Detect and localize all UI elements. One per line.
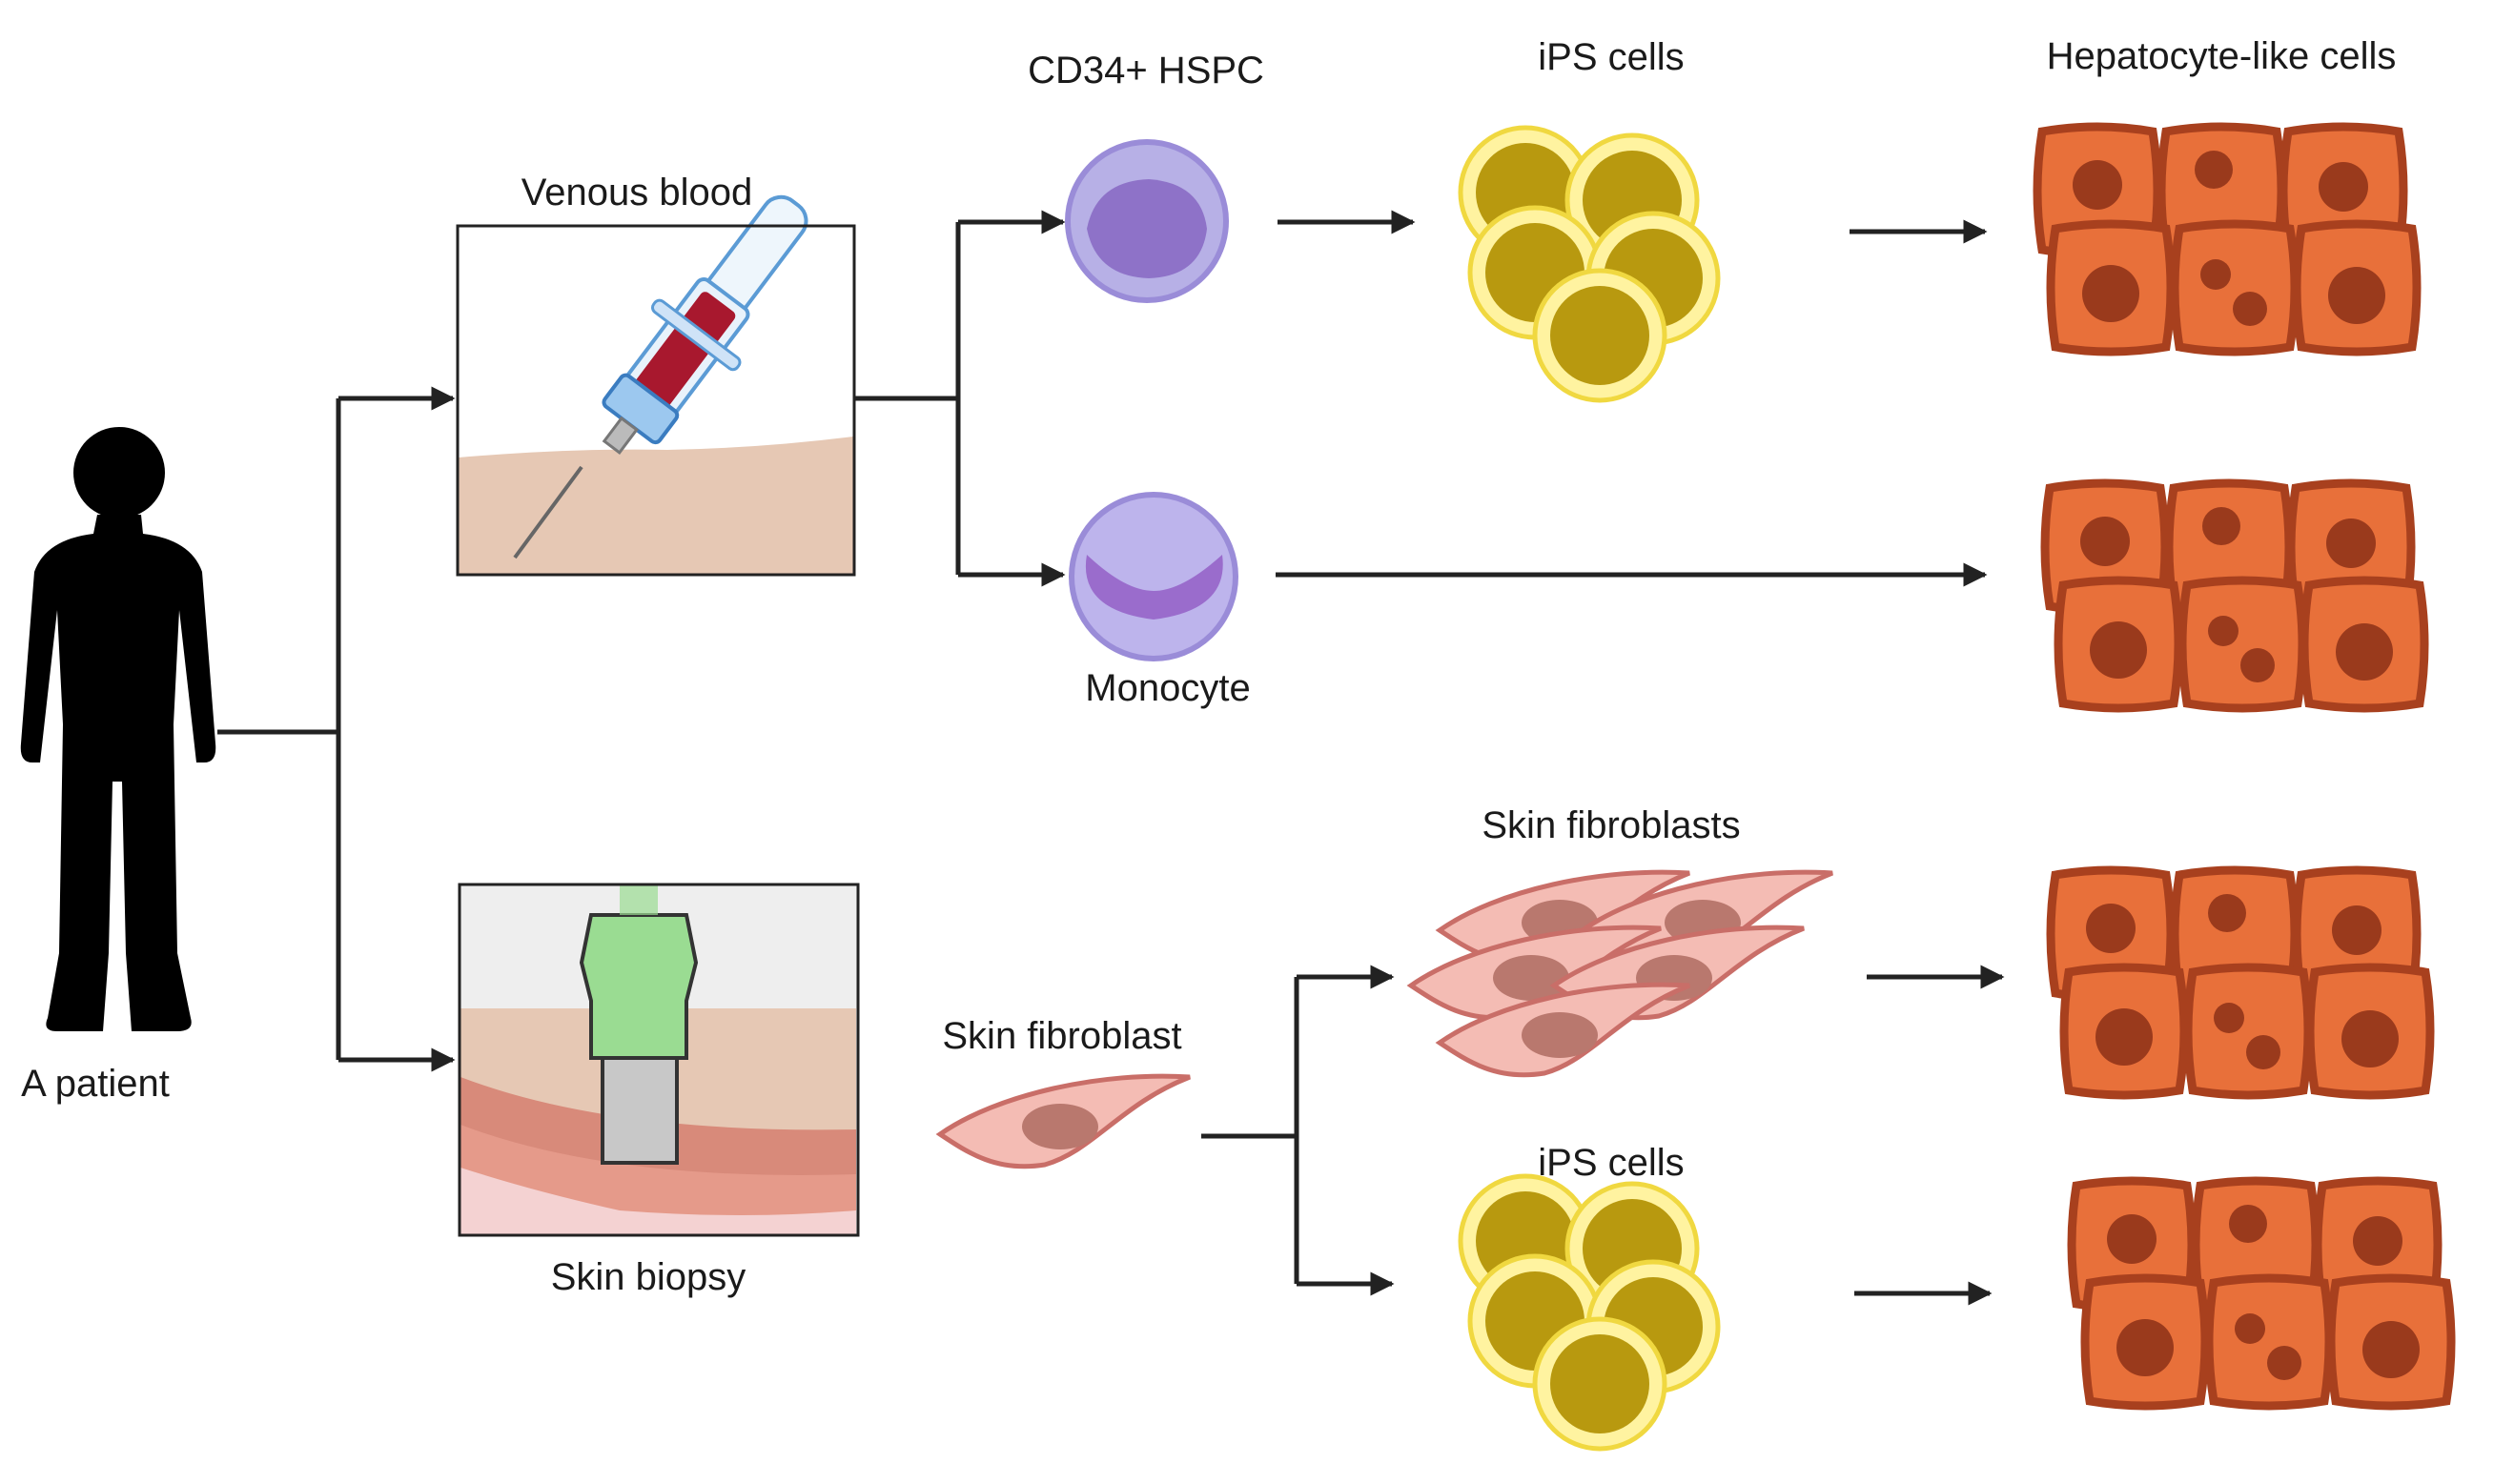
monocyte-cell-icon: [1069, 492, 1238, 661]
patient-label: A patient: [21, 1063, 170, 1105]
cd34-hspc-label: CD34+ HSPC: [1028, 50, 1264, 91]
hepatocyte-cluster-icon: [2051, 870, 2430, 1095]
skin-fibroblast-label: Skin fibroblast: [942, 1015, 1181, 1057]
hepatocyte-cluster-icon: [2045, 483, 2424, 708]
fibroblast-cell-icon: [940, 1076, 1190, 1167]
ips-cells-top-label: iPS cells: [1538, 36, 1684, 78]
venous-blood-label: Venous blood: [521, 172, 752, 213]
monocyte-label: Monocyte: [1085, 667, 1250, 709]
hepatocyte-cluster-icon: [2037, 127, 2417, 352]
hepatocyte-cluster-icon: [2072, 1181, 2451, 1406]
hepatocyte-like-cells-label: Hepatocyte-like cells: [2047, 35, 2397, 77]
person-silhouette-icon: [20, 427, 216, 1031]
skin-biopsy-label: Skin biopsy: [551, 1256, 746, 1298]
fibroblast-cluster-icon: [1411, 872, 1832, 1075]
ips-cell-cluster-icon: [1461, 128, 1718, 400]
ips-cells-bottom-label: iPS cells: [1538, 1142, 1684, 1184]
connectors: [217, 210, 2005, 1306]
skin-punch-biopsy-icon: [458, 883, 860, 1237]
ips-cell-cluster-icon: [1461, 1176, 1718, 1449]
stem-cell-icon: [1065, 139, 1229, 303]
syringe-blood-draw-icon: [456, 194, 856, 577]
skin-fibroblasts-label: Skin fibroblasts: [1482, 804, 1740, 846]
